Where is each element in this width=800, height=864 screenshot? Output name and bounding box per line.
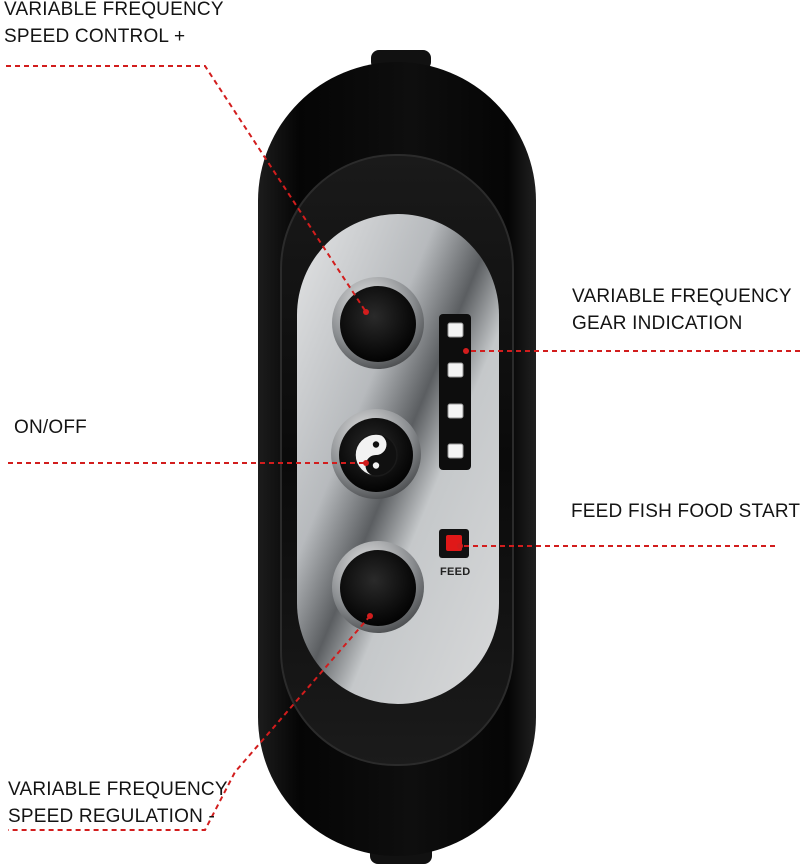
power-yin-yang-icon: [354, 433, 398, 477]
callout-feed-start: FEED FISH FOOD START: [571, 498, 800, 525]
gear-led-2: [447, 362, 464, 378]
callout-feed-start-text: FEED FISH FOOD START: [571, 501, 800, 522]
speed-minus-button: [340, 550, 416, 626]
gear-led-strip: [439, 314, 471, 470]
callout-gear-indication: VARIABLE FREQUENCY GEAR INDICATION: [572, 283, 792, 337]
leader-speed-plus: [6, 65, 367, 313]
callout-speed-plus: VARIABLE FREQUENCY SPEED CONTROL +: [4, 0, 224, 50]
callout-on-off: ON/OFF: [14, 414, 87, 441]
callout-gear-line2: GEAR INDICATION: [572, 313, 743, 334]
gear-led-1: [447, 322, 464, 338]
callout-on-off-text: ON/OFF: [14, 417, 87, 438]
gear-led-4: [447, 443, 464, 459]
gear-led-3: [447, 403, 464, 419]
leader-speed-minus: [8, 615, 371, 831]
callout-speed-minus-line1: VARIABLE FREQUENCY: [8, 779, 228, 800]
feed-led-label: FEED: [440, 566, 471, 578]
callout-speed-minus-line2: SPEED REGULATION -: [8, 806, 216, 827]
callout-gear-line1: VARIABLE FREQUENCY: [572, 286, 792, 307]
speed-plus-button: [340, 286, 416, 362]
callout-speed-plus-line1: VARIABLE FREQUENCY: [4, 0, 224, 20]
callout-speed-plus-line2: SPEED CONTROL +: [4, 26, 186, 47]
callout-speed-minus: VARIABLE FREQUENCY SPEED REGULATION -: [8, 776, 228, 830]
